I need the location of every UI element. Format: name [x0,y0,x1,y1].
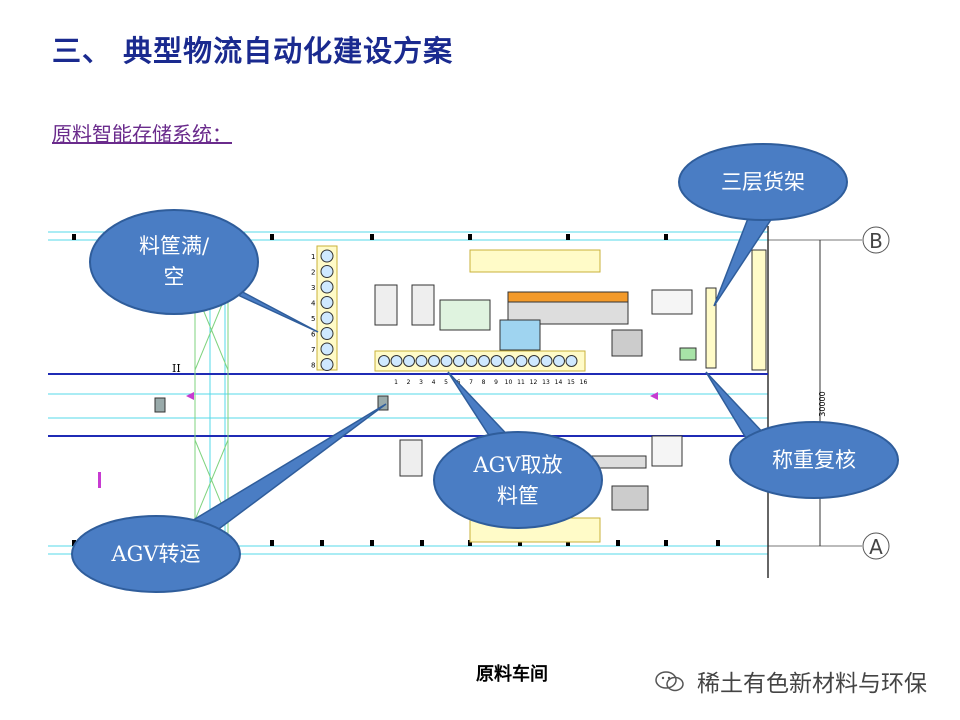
bin-slot [528,355,540,367]
bin-slot [320,249,334,263]
section-subtitle: 原料智能存储系统： [52,122,232,146]
callout-bubbles [71,143,899,593]
upper-tray [469,249,601,273]
bin-number: 12 [530,379,538,386]
axis-bubble-a: A [862,532,890,560]
bin-number: 5 [444,379,448,386]
three-layer-rack-left [705,287,717,369]
callout-rack-label: 三层货架 [721,170,805,194]
bin-slot [403,355,415,367]
bin-number: 9 [494,379,498,386]
callout-agv-pick-label: AGV取放 料筐 [473,453,563,508]
axis-bubble-b: B [862,226,890,254]
bin-number: 5 [311,315,315,323]
bin-number: 2 [407,379,411,386]
drawing-caption: 原料车间 [476,664,548,685]
vertical-bin-column: 1 2 3 4 5 6 7 8 [311,245,338,371]
watermark: 稀土有色新材料与环保 [655,664,927,698]
bin-number: 15 [567,379,575,386]
bin-slot [553,355,565,367]
bin-number: 8 [482,379,486,386]
callout-bin [89,209,259,315]
bin-number: 11 [517,379,525,386]
callout-agv-pick [433,431,603,529]
bin-slot [320,296,334,309]
bin-slot [320,280,334,294]
bin-slot [320,358,334,371]
bin-slot [478,355,490,367]
bin-slot [390,355,403,367]
bin-slot [453,355,465,367]
weigh-station [679,347,697,361]
bin-slot [415,355,428,367]
bin-number: 7 [311,346,315,354]
bin-number: 4 [311,300,316,308]
bin-slot [428,355,440,367]
bin-number: 13 [542,379,550,386]
bin-number: 3 [419,379,423,386]
axis-label-a: A [869,535,883,559]
bin-number: 6 [311,331,316,339]
upper-equipment [374,284,693,357]
callout-agv-move [71,515,241,593]
agv-vehicle-2 [377,395,389,411]
callout-bin-label: 料筐满/ 空 [138,234,210,289]
section-mark-ii: II [172,362,181,375]
bin-slot [320,265,334,278]
page-title: 三、 典型物流自动化建设方案 [52,34,454,68]
bin-number: 1 [311,253,315,261]
callout-weigh [729,421,899,499]
bin-slot [515,355,528,367]
agv-lanes [48,373,768,437]
bin-slot [320,342,334,356]
dimension-label: 30000 [818,391,827,416]
axis-label-b: B [869,229,883,253]
bin-number: 10 [505,379,513,386]
callout-rack [678,143,848,221]
horizontal-bin-row: 12345678910111213141516 [374,350,588,386]
bin-number: 3 [311,284,315,292]
bin-slot [565,355,578,367]
three-layer-rack-right [751,249,767,371]
callout-weigh-label: 称重复核 [772,448,856,472]
bin-number: 7 [469,379,473,386]
wechat-icon [655,671,684,692]
bin-number: 16 [580,379,588,386]
bin-number: 2 [311,269,315,277]
bin-slot [440,355,453,367]
callout-tail-rack [713,207,778,307]
agv-vehicle-1 [154,397,166,413]
callout-tail-agv-move [178,403,387,541]
bin-slot [465,355,478,367]
bin-slot [540,355,553,367]
lane-arrows [98,392,658,488]
bin-slot [490,355,503,367]
callout-tails [178,207,778,541]
bin-slot [320,327,334,340]
bin-number: 1 [394,379,398,386]
bin-number: 14 [555,379,563,386]
watermark-text: 稀土有色新材料与环保 [697,671,927,697]
bin-slot [320,311,334,325]
bin-slot [503,355,515,367]
bin-number: 4 [432,379,436,386]
callout-agv-move-label: AGV转运 [111,542,201,566]
bin-number: 8 [311,362,315,370]
bin-slot [378,355,390,367]
